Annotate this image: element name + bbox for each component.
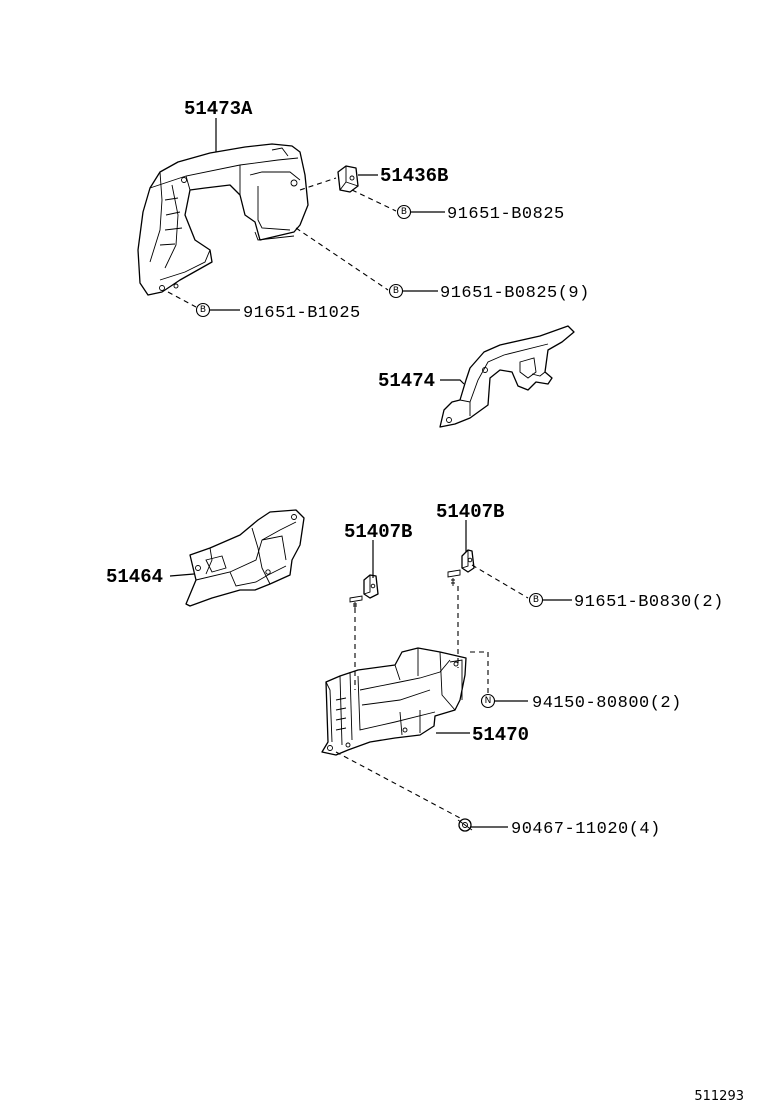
- label-51407b-left: 51407B: [344, 521, 412, 543]
- part-51436b-clip[interactable]: [337, 165, 359, 193]
- svg-text:B: B: [200, 305, 206, 315]
- assembly-lines: [167, 177, 529, 819]
- clip-90467-11020[interactable]: [457, 818, 473, 832]
- nut-symbol-94150-80800: N: [480, 693, 496, 709]
- bolt-symbol-91651-b1025: B: [195, 302, 211, 318]
- label-51436b: 51436B: [380, 165, 448, 187]
- svg-text:B: B: [533, 595, 539, 605]
- label-94150-80800-2: 94150-80800(2): [532, 694, 682, 713]
- svg-text:B: B: [393, 286, 399, 296]
- bolt-symbol-91651-b0825-9: B: [388, 283, 404, 299]
- part-51470-lower-cover[interactable]: [321, 647, 467, 756]
- leader-lines: [169, 118, 572, 828]
- label-51407b-right: 51407B: [436, 501, 504, 523]
- part-51473a-fender-liner[interactable]: [137, 143, 309, 296]
- label-51474: 51474: [378, 370, 435, 392]
- bolt-symbol-91651-b0830: B: [528, 592, 544, 608]
- part-51407b-left[interactable]: [349, 574, 379, 608]
- svg-text:N: N: [485, 696, 492, 706]
- label-90467-11020-4: 90467-11020(4): [511, 820, 661, 839]
- label-51464: 51464: [106, 566, 163, 588]
- part-51407b-right[interactable]: [447, 549, 475, 586]
- label-91651-b0830-2: 91651-B0830(2): [574, 593, 724, 612]
- label-91651-b0825: 91651-B0825: [447, 205, 565, 224]
- part-51474-bracket[interactable]: [439, 325, 575, 428]
- label-51473a: 51473A: [184, 98, 253, 120]
- svg-text:B: B: [401, 207, 407, 217]
- label-91651-b1025: 91651-B1025: [243, 304, 361, 323]
- label-51470: 51470: [472, 724, 529, 746]
- part-51464-plate[interactable]: [185, 509, 305, 607]
- reference-code: 511293: [694, 1089, 744, 1104]
- label-91651-b0825-9: 91651-B0825(9): [440, 284, 590, 303]
- bolt-symbol-91651-b0825: B: [396, 204, 412, 220]
